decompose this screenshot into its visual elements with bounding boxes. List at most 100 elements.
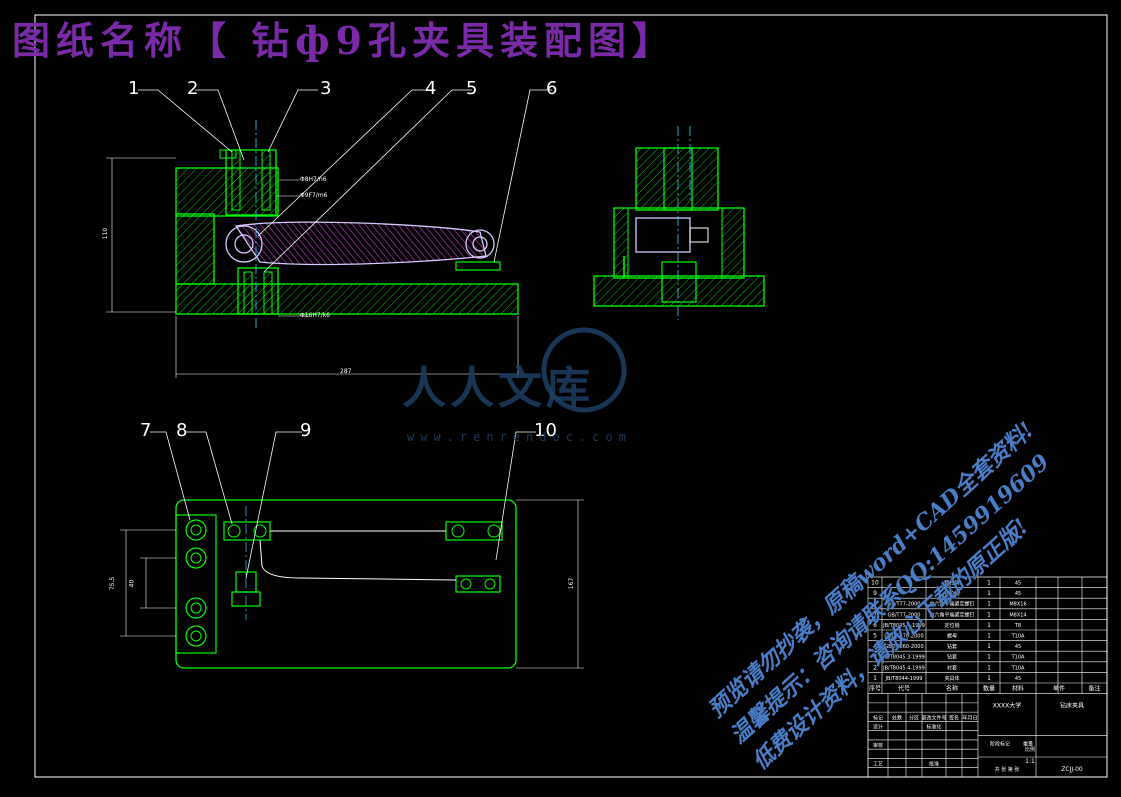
- parts-row-name: 定位销: [944, 590, 959, 597]
- parts-row-material: M8X16: [1009, 602, 1026, 608]
- parts-row-material: T8: [1014, 623, 1021, 629]
- parts-row-no: 5: [873, 633, 877, 640]
- callout-4: 4: [425, 78, 437, 99]
- parts-row-qty: 1: [987, 590, 991, 597]
- tb-drawing-no: ZCJJ-00: [1061, 766, 1083, 773]
- parts-row-code: GB/T6170-2000: [884, 634, 923, 640]
- drawing-title: 图纸名称【 钻ф9孔夹具装配图】: [12, 18, 676, 63]
- tb-change-label: 更改文件号: [921, 714, 946, 721]
- workpiece-rod: [234, 221, 487, 266]
- plan-view: [120, 499, 584, 669]
- parts-header-no: 序号: [869, 685, 881, 693]
- callout-1: 1: [128, 78, 140, 99]
- fixture-upright: [175, 213, 215, 285]
- parts-header-qty: 数量: [983, 685, 995, 693]
- parts-row-material: T10A: [1011, 665, 1025, 671]
- locating-pin: [237, 267, 279, 315]
- tb-design-label: 设计: [873, 724, 883, 731]
- watermark-url: www.renrendoc.com: [407, 430, 632, 444]
- tb-stage-label: 阶段标记: [990, 740, 1010, 747]
- parts-row-no: 4: [873, 643, 877, 650]
- dim-top-width: 287: [340, 368, 352, 375]
- parts-row-qty: 1: [987, 611, 991, 618]
- tb-zone-label: 分区: [909, 714, 919, 721]
- parts-row-code: JB/T8044-1999: [885, 676, 923, 682]
- parts-row-material: 45: [1015, 676, 1021, 682]
- parts-row-name: 夹具体: [944, 675, 959, 682]
- parts-row-material: 45: [1015, 644, 1021, 650]
- parts-row-no: 2: [873, 664, 877, 671]
- parts-row-no: 6: [873, 622, 877, 629]
- callout-2: 2: [187, 78, 199, 99]
- parts-row-qty: 1: [987, 664, 991, 671]
- dim-fit-2: Φ9F7/m6: [300, 192, 328, 199]
- side-view: [593, 126, 765, 320]
- watermark-logo-circle: [541, 327, 627, 413]
- front-view: [106, 120, 519, 378]
- callout-5: 5: [466, 78, 478, 99]
- drawing-frame: [34, 14, 1108, 778]
- parts-header-remark: 备注: [1088, 685, 1100, 693]
- fixture-base: [175, 283, 519, 315]
- tb-count-label: 处数: [892, 714, 902, 721]
- dim-bottom-width: 75.5: [109, 576, 117, 591]
- tb-scale-label: 比例: [1025, 746, 1035, 753]
- parts-row-qty: 1: [987, 675, 991, 682]
- parts-row-no: 8: [873, 601, 877, 608]
- tb-date-label: 年月日: [962, 714, 977, 721]
- parts-row-name: 钻套: [947, 643, 957, 650]
- tb-mark-label: 标记: [873, 714, 883, 721]
- parts-row-material: 45: [1015, 591, 1021, 597]
- parts-row-name: 圆柱销: [944, 580, 959, 587]
- parts-row-no: 3: [873, 654, 877, 661]
- callout-7: 7: [140, 420, 152, 441]
- plan-outline: [175, 499, 517, 669]
- parts-row-name: 钻套: [947, 654, 957, 661]
- parts-row-qty: 1: [987, 633, 991, 640]
- tb-sign-label: 签名: [949, 714, 959, 721]
- parts-row-no: 10: [871, 580, 879, 587]
- parts-row-material: T10A: [1011, 655, 1025, 661]
- callout-9: 9: [300, 420, 312, 441]
- parts-header-weight: 单件: [1053, 685, 1065, 693]
- parts-row-no: 9: [873, 590, 877, 597]
- parts-row-qty: 1: [987, 643, 991, 650]
- parts-row-code: JB/T8045.3-1999: [882, 655, 925, 661]
- parts-row-name: 内六角平端紧定螺钉: [929, 611, 974, 618]
- parts-header-name: 名称: [946, 685, 958, 693]
- parts-row-qty: 1: [987, 654, 991, 661]
- parts-row-code: JB/T8045.4-1999: [882, 665, 925, 671]
- parts-row-material: T10A: [1011, 634, 1025, 640]
- dim-bottom-height: 167: [568, 577, 576, 590]
- callout-10: 10: [534, 420, 557, 441]
- parts-row-no: 1: [873, 675, 877, 682]
- drill-plate: [175, 167, 279, 217]
- parts-row-name: 衬套: [947, 664, 957, 671]
- tb-approve-label: 批准: [929, 761, 939, 768]
- callout-6: 6: [546, 78, 558, 99]
- leaders-top: [138, 89, 552, 273]
- parts-row-qty: 1: [987, 580, 991, 587]
- parts-row-qty: 1: [987, 601, 991, 608]
- tb-sheet: 共 张 第 张: [995, 766, 1020, 773]
- parts-row-name: 定位销: [944, 622, 959, 629]
- watermark-brand: 人人文库: [402, 363, 594, 414]
- tb-school: XXXX大学: [993, 702, 1021, 710]
- parts-header-material: 材料: [1012, 685, 1024, 693]
- leaders-bottom: [150, 431, 536, 579]
- tb-review-label: 审核: [873, 742, 883, 749]
- tb-scale: 1:1: [1025, 758, 1035, 765]
- callout-3: 3: [320, 78, 332, 99]
- drill-bushing: [225, 149, 277, 216]
- dim-top-height: 110: [102, 227, 110, 240]
- tb-weight-label: 重量: [1023, 740, 1033, 747]
- parts-row-name: 螺母: [947, 633, 957, 640]
- dim-fit-3: Φ16H7/k6: [300, 312, 330, 319]
- parts-row-code: GB/T2260-2000: [884, 644, 923, 650]
- parts-row-code: JB/T8045.4-1999: [882, 623, 925, 629]
- parts-row-qty: 1: [987, 622, 991, 629]
- parts-row-code: GB/T77-2000: [888, 612, 921, 618]
